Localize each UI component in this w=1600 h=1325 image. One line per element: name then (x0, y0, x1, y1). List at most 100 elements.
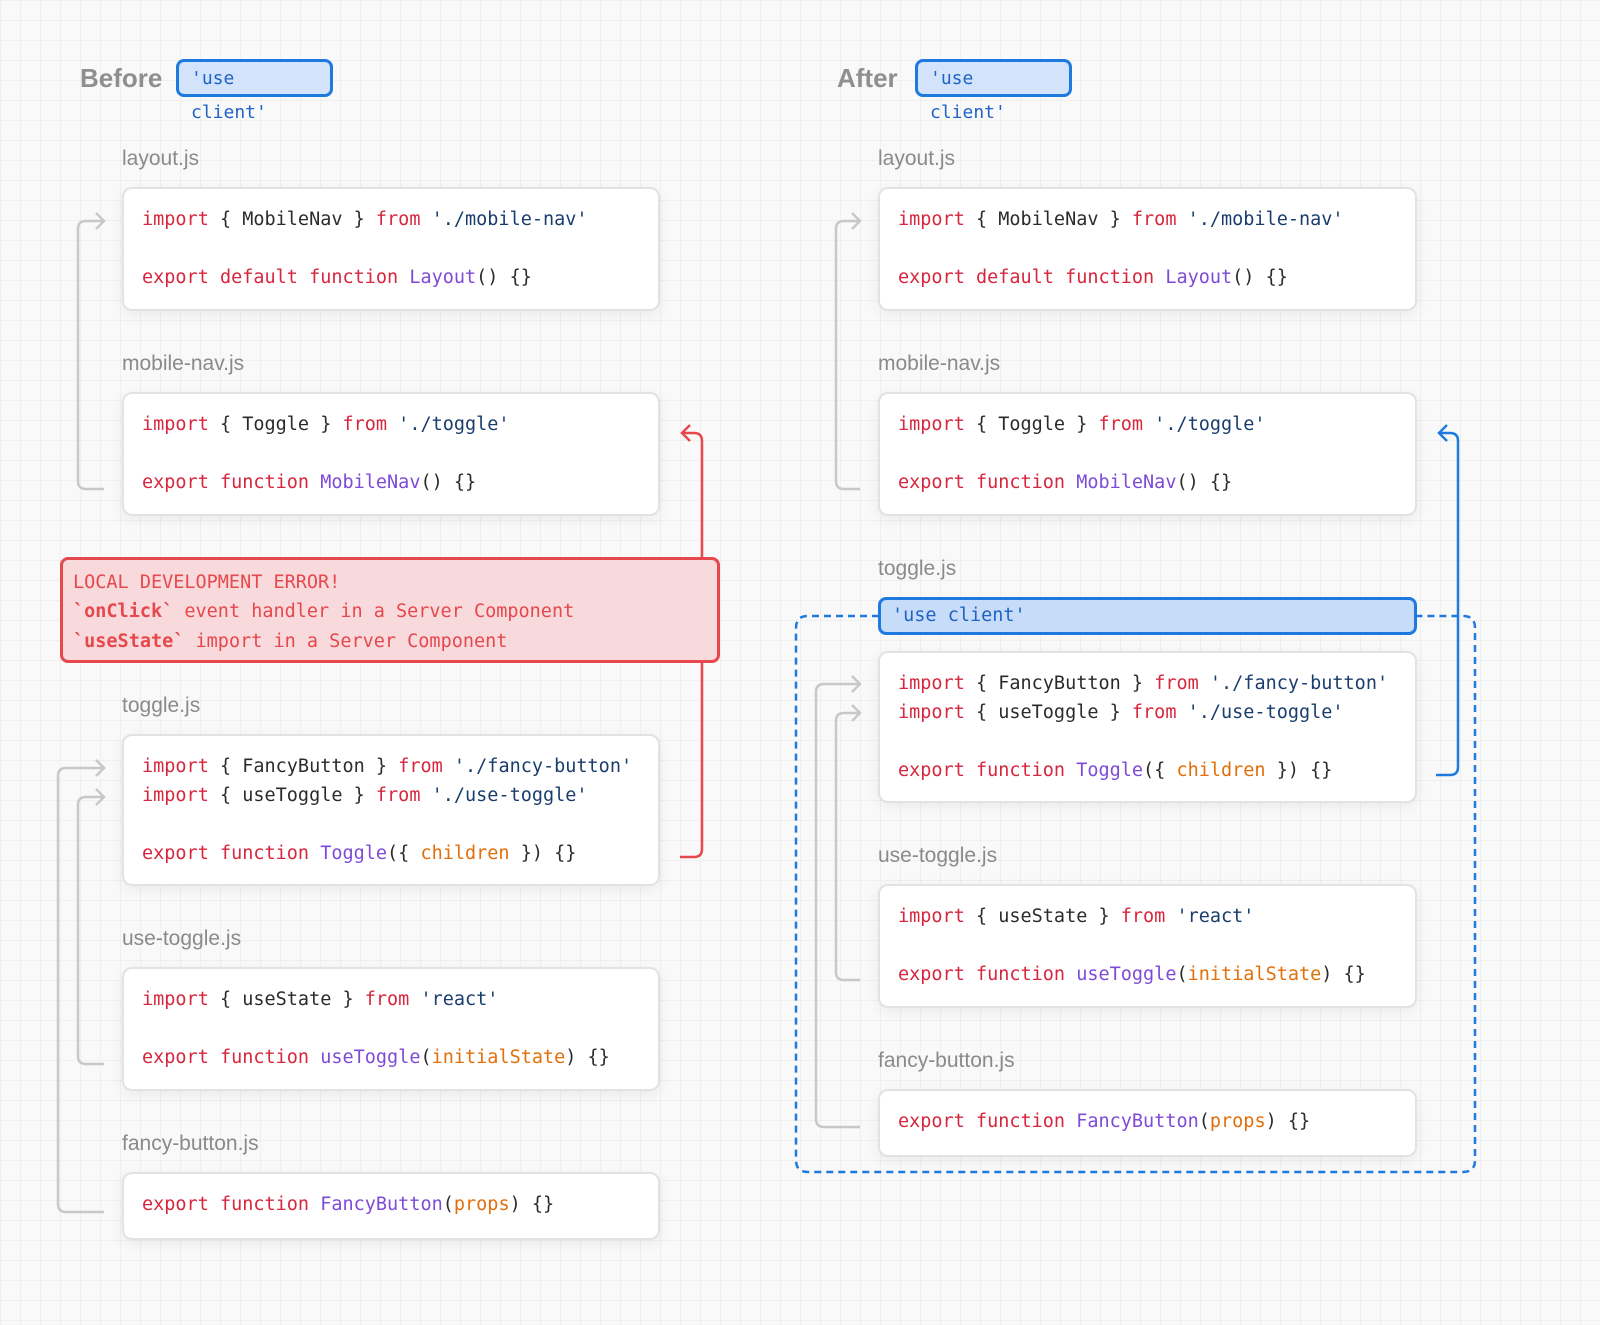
code-token: import (898, 673, 965, 694)
error-code-onclick: `onClick` (73, 601, 174, 622)
connector-fancy-button-to-toggle (814, 682, 860, 1129)
code-token: import (898, 209, 965, 230)
code-token: ({ (1143, 760, 1177, 781)
code-token: () {} (476, 267, 532, 288)
code-token: './use-toggle' (1176, 702, 1344, 723)
code-token: './mobile-nav' (1176, 209, 1344, 230)
code-token: export function (898, 760, 1066, 781)
code-line: export default function Layout() {} (142, 267, 532, 288)
code-token: import (898, 906, 965, 927)
code-token: { useToggle } (964, 702, 1132, 723)
code-token (1065, 760, 1076, 781)
code-line: export function FancyButton(props) {} (142, 1194, 554, 1215)
code-token (1065, 472, 1076, 493)
code-token: import (142, 756, 209, 777)
code-token: './toggle' (1143, 414, 1266, 435)
code-token (398, 267, 409, 288)
after-mobile-nav-file-label: mobile-nav.js (878, 352, 1001, 375)
code-token: import (142, 785, 209, 806)
before-layout-file-label: layout.js (122, 147, 200, 170)
code-line: import { useToggle } from './use-toggle' (898, 702, 1344, 723)
after-fancy-button-code-box: export function FancyButton(props) {} (878, 1089, 1417, 1157)
code-token: import (142, 989, 209, 1010)
code-token: import (142, 414, 209, 435)
code-token: 'react' (409, 989, 499, 1010)
before-use-client-badge: 'use client' (176, 59, 333, 123)
code-token: './fancy-button' (442, 756, 633, 777)
code-token: export function (898, 472, 1066, 493)
code-token: Toggle (320, 843, 388, 864)
code-token: from (1131, 702, 1177, 723)
code-token: { MobileNav } (964, 209, 1132, 230)
arrowhead (851, 704, 862, 722)
code-line: import { FancyButton } from './fancy-but… (142, 756, 632, 777)
arrowhead (95, 759, 106, 777)
code-line: export function MobileNav() {} (142, 472, 476, 493)
code-token: MobileNav (1076, 472, 1177, 493)
code-token: Layout (409, 267, 477, 288)
code-token: { FancyButton } (208, 756, 399, 777)
code-token: ) {} (1265, 1111, 1311, 1132)
code-line: export function useToggle(initialState) … (898, 964, 1366, 985)
code-token: export default function (898, 267, 1155, 288)
arrowhead (680, 424, 691, 442)
code-token: export function (142, 1194, 310, 1215)
code-token: from (1154, 673, 1199, 694)
code-token: export function (898, 964, 1066, 985)
after-heading: After (837, 63, 898, 93)
before-use-toggle-file-label: use-toggle.js (122, 927, 242, 950)
code-line: export default function Layout() {} (898, 267, 1288, 288)
after-toggle-file-label: toggle.js (878, 557, 957, 580)
code-token: export function (142, 843, 310, 864)
code-token: props (1209, 1111, 1266, 1132)
code-token (1065, 1111, 1076, 1132)
connector-layout-to-mobile-nav (76, 219, 104, 491)
code-token: Toggle (1076, 760, 1144, 781)
code-token: () {} (1176, 472, 1233, 493)
code-token: './use-toggle' (420, 785, 588, 806)
code-token: { Toggle } (208, 414, 343, 435)
code-token: from (364, 989, 410, 1010)
code-token: import (898, 702, 965, 723)
error-text-usestate: import in a Server Component (184, 631, 508, 652)
code-token: { useToggle } (208, 785, 376, 806)
code-token: () {} (420, 472, 477, 493)
code-token: ) {} (1321, 964, 1366, 985)
code-token: from (1120, 906, 1166, 927)
connector-use-toggle-to-toggle (76, 795, 104, 1066)
code-token: props (453, 1194, 510, 1215)
code-line: export function Toggle({ children }) {} (898, 760, 1332, 781)
before-layout-code-box: import { MobileNav } from './mobile-nav'… (122, 187, 660, 311)
code-line: import { MobileNav } from './mobile-nav' (898, 209, 1344, 230)
toggle-use-client-directive: 'use client' (878, 597, 1417, 635)
after-mobile-nav-code-box: import { Toggle } from './toggle'export … (878, 392, 1417, 516)
code-token: './toggle' (387, 414, 510, 435)
code-token: Layout (1165, 267, 1233, 288)
before-use-toggle-code-box: import { useState } from 'react'export f… (122, 967, 660, 1091)
before-mobile-nav-code-box: import { Toggle } from './toggle'export … (122, 392, 660, 516)
code-token: children (1176, 760, 1266, 781)
code-line: import { useToggle } from './use-toggle' (142, 785, 588, 806)
code-token: export function (142, 472, 310, 493)
code-token: FancyButton (320, 1194, 443, 1215)
code-token (309, 843, 320, 864)
code-token: { MobileNav } (208, 209, 376, 230)
code-token: useToggle (320, 1047, 421, 1068)
error-line-usestate: `useState` import in a Server Component (73, 631, 507, 652)
code-token: export function (898, 1111, 1066, 1132)
code-token: './mobile-nav' (420, 209, 588, 230)
code-token: FancyButton (1076, 1111, 1199, 1132)
code-line: import { useState } from 'react' (898, 906, 1254, 927)
error-text-onclick: event handler in a Server Component (173, 601, 575, 622)
code-token: initialState (1187, 964, 1322, 985)
code-line: export function useToggle(initialState) … (142, 1047, 610, 1068)
arrowhead (851, 212, 862, 230)
code-token (1065, 964, 1076, 985)
connector-layout-to-mobile-nav (834, 219, 860, 491)
connector-fancy-button-to-toggle (56, 766, 104, 1214)
after-use-client-badge: 'use client' (915, 59, 1072, 123)
after-layout-file-label: layout.js (878, 147, 956, 170)
code-token: './fancy-button' (1198, 673, 1389, 694)
connector-toggle-to-mobile-nav-client (1436, 431, 1460, 777)
